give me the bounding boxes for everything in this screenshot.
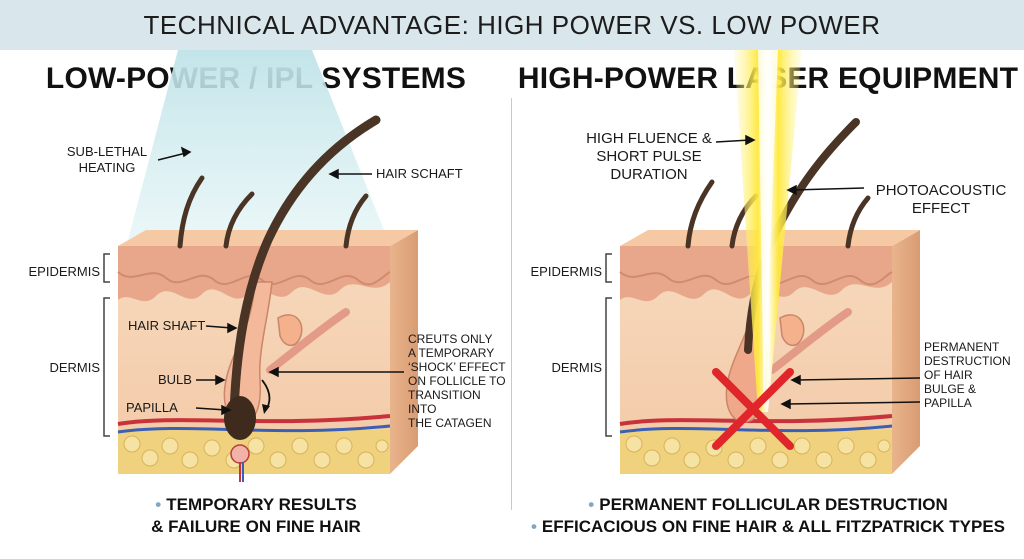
main-hair xyxy=(229,115,381,419)
short-hair-1 xyxy=(685,179,715,249)
high-power-skin-diagram xyxy=(605,50,921,474)
label-hair-shaft: HAIR SHAFT xyxy=(128,318,206,333)
ipl-light-cone xyxy=(128,50,388,240)
label-epidermis-left: EPIDERMIS xyxy=(28,264,100,279)
high-power-panel: HIGH-POWER LASER EQUIPMENT xyxy=(512,50,1024,559)
bullet-icon: • xyxy=(530,517,537,536)
dermal-papilla xyxy=(230,444,250,464)
label-sub-lethal-heating: SUB-LETHAL HEATING xyxy=(66,144,148,175)
short-hair-2 xyxy=(223,191,255,249)
skin-block-side xyxy=(892,230,920,474)
dermis-bracket xyxy=(605,297,612,437)
label-dermis-left: DERMIS xyxy=(49,360,100,375)
page-title: TECHNICAL ADVANTAGE: HIGH POWER VS. LOW … xyxy=(143,9,881,40)
high-power-results: •PERMANENT FOLLICULAR DESTRUCTION •EFFIC… xyxy=(512,494,1024,538)
high-power-result-2: •EFFICACIOUS ON FINE HAIR & ALL FITZPATR… xyxy=(530,517,1006,536)
bullet-icon: • xyxy=(155,495,162,514)
arrector-pili xyxy=(768,308,852,374)
low-power-skin-diagram xyxy=(103,50,418,482)
arrector-pili xyxy=(266,308,350,374)
label-photoacoustic-effect: PHOTOACOUSTIC EFFECT xyxy=(875,182,1007,217)
low-power-panel: LOW-POWER / IPL SYSTEMS xyxy=(0,50,512,559)
epidermis-bracket xyxy=(605,253,612,283)
short-hair-3 xyxy=(343,193,369,249)
blood-vessel-blue xyxy=(619,424,893,434)
low-power-result-2: & FAILURE ON FINE HAIR xyxy=(151,517,361,536)
epidermis-bracket xyxy=(103,253,110,283)
label-temporary-shock-effect: CREUTS ONLY A TEMPORARY ‘SHOCK’ EFFECT O… xyxy=(408,332,506,430)
label-bulb: BULB xyxy=(158,372,192,387)
destruction-cross-icon xyxy=(712,368,794,450)
skin-block-side xyxy=(390,230,418,474)
label-hair-schaft: HAIR SCHAFT xyxy=(376,166,463,181)
bullet-icon: • xyxy=(588,495,595,514)
label-papilla: PAPILLA xyxy=(126,400,178,415)
short-hair-3 xyxy=(845,195,871,249)
dermis-bracket xyxy=(103,297,110,437)
low-power-result-1: •TEMPORARY RESULTS xyxy=(155,495,357,514)
header-banner: TECHNICAL ADVANTAGE: HIGH POWER VS. LOW … xyxy=(0,0,1024,50)
label-dermis-right: DERMIS xyxy=(551,360,602,375)
sebaceous-gland xyxy=(779,314,805,347)
blood-vessel-red xyxy=(619,414,893,426)
label-high-fluence: HIGH FLUENCE & SHORT PULSE DURATION xyxy=(586,130,712,183)
low-power-results: •TEMPORARY RESULTS & FAILURE ON FINE HAI… xyxy=(0,494,512,538)
label-epidermis-right: EPIDERMIS xyxy=(530,264,602,279)
label-permanent-destruction: PERMANENT DESTRUCTION OF HAIR BULGE & PA… xyxy=(924,340,1011,410)
short-hair-1 xyxy=(177,175,205,249)
sebaceous-gland xyxy=(277,314,303,347)
center-divider xyxy=(511,98,512,510)
high-power-result-1: •PERMANENT FOLLICULAR DESTRUCTION xyxy=(588,495,948,514)
hair-bulb xyxy=(224,396,256,440)
